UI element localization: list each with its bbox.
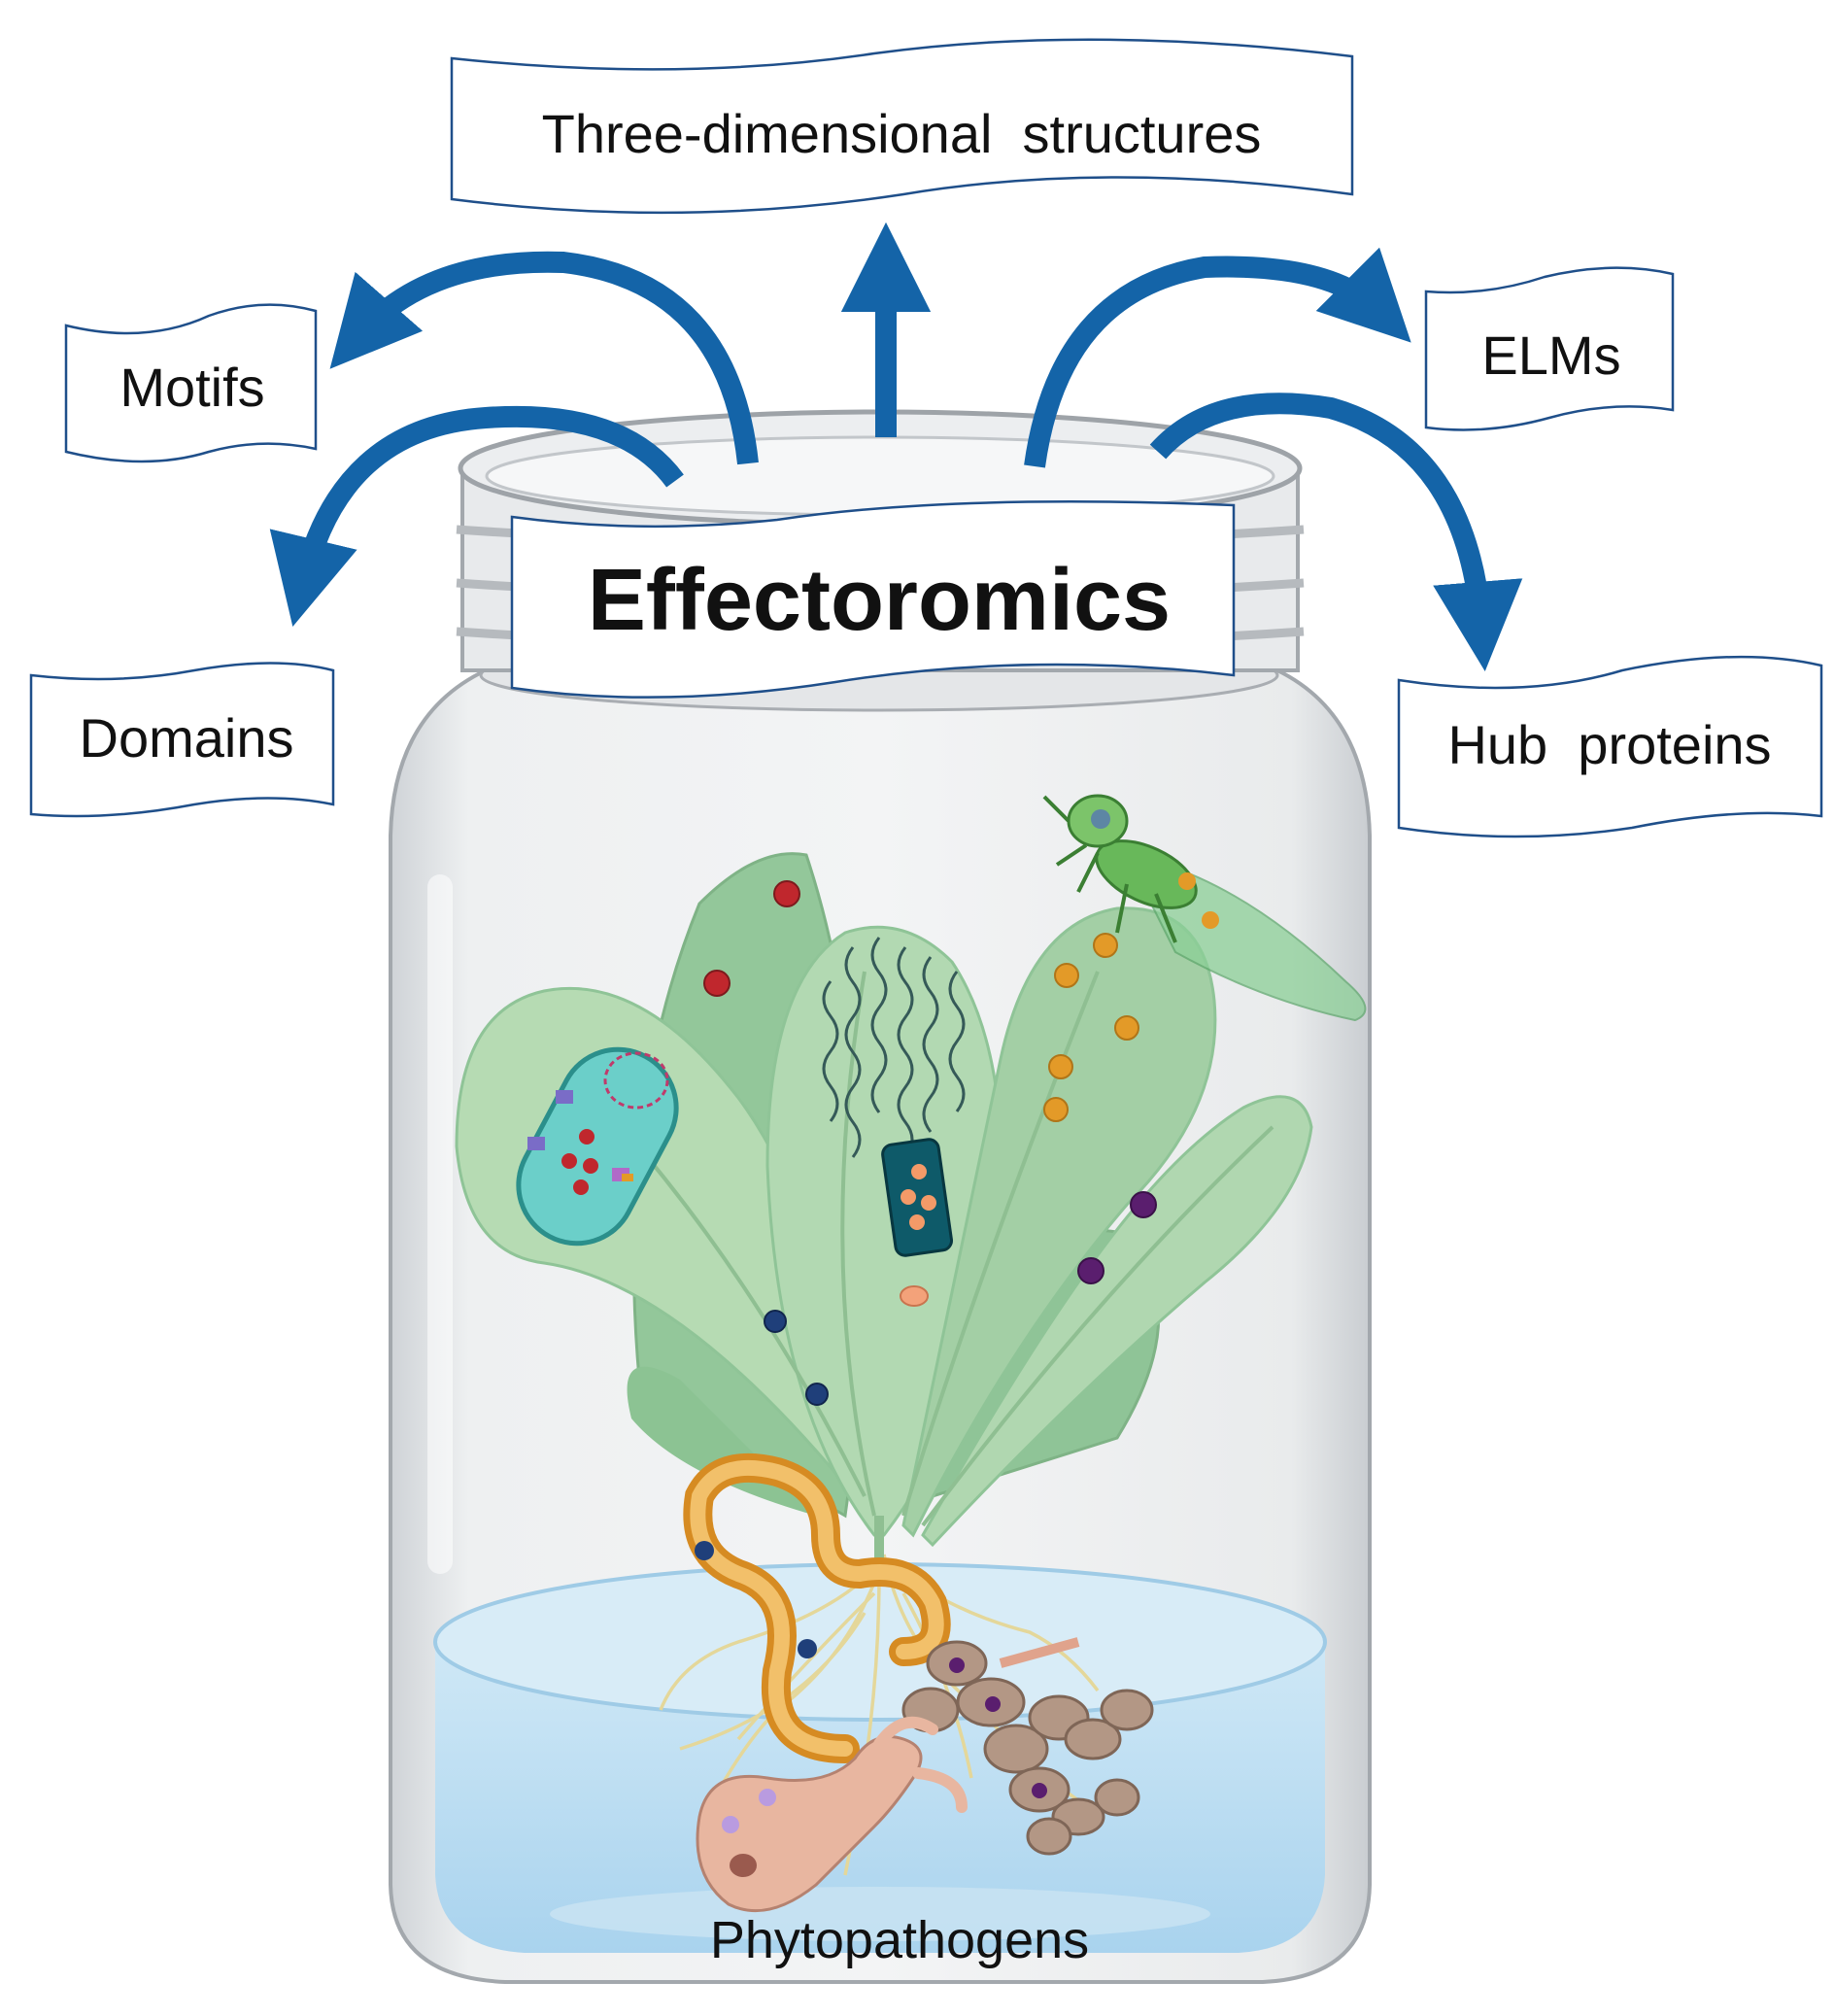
banner-elms-label: ELMs	[1481, 325, 1620, 386]
fungus-icon	[901, 1637, 1154, 1856]
arrow-to-motifs	[329, 251, 759, 465]
banner-motifs-label: Motifs	[119, 357, 264, 418]
bottom-label: Phytopathogens	[710, 1911, 1089, 1969]
banner-hub-proteins: Hub proteins	[1397, 655, 1823, 838]
arrow-to-hub-proteins	[1149, 393, 1523, 672]
arrows	[269, 222, 1523, 672]
oomycete-icon	[696, 1716, 968, 1913]
banner-top-label: Three-dimensional structures	[542, 103, 1262, 164]
arrow-to-domains	[269, 405, 684, 627]
banner-hub-proteins-label: Hub proteins	[1447, 714, 1771, 775]
nematode-icon	[683, 1452, 951, 1763]
banner-motifs: Motifs	[64, 303, 318, 463]
banner-effectoromics: Effectoromics	[510, 500, 1236, 699]
virus-icon	[822, 937, 966, 1257]
leaf-right-lower	[921, 1095, 1313, 1548]
banner-domains: Domains	[29, 662, 335, 818]
banner-domains-label: Domains	[80, 707, 294, 769]
effector-dots	[703, 880, 1157, 1406]
arrow-to-elms	[1024, 247, 1411, 468]
bacterium-icon	[516, 1046, 679, 1247]
banner-top: Three-dimensional structures	[450, 38, 1354, 215]
center-title: Effectoromics	[588, 552, 1171, 649]
banner-elms: ELMs	[1424, 266, 1675, 431]
leafhopper-insect-icon	[1042, 794, 1367, 1022]
